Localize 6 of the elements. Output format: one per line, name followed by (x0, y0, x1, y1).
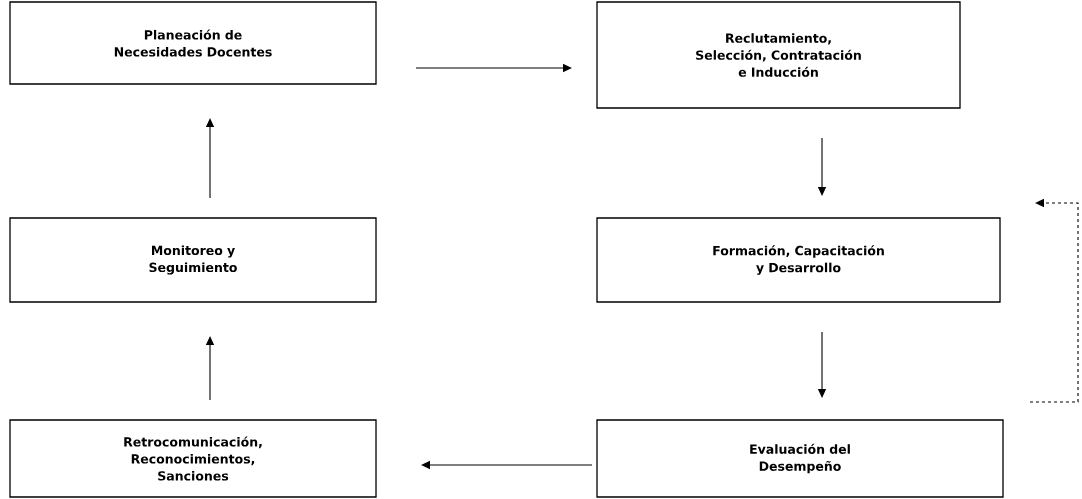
process-box: Formación, Capacitación y Desarrollo (596, 217, 1001, 303)
process-box: Retrocomunicación, Reconocimientos, Sanciones (9, 419, 377, 498)
process-box: Planeación de Necesidades Docentes (9, 1, 377, 85)
process-box: Evaluación del Desempeño (596, 419, 1004, 498)
process-box: Reclutamiento, Selección, Contratación e Inducción (596, 1, 961, 109)
process-box: Monitoreo y Seguimiento (9, 217, 377, 303)
